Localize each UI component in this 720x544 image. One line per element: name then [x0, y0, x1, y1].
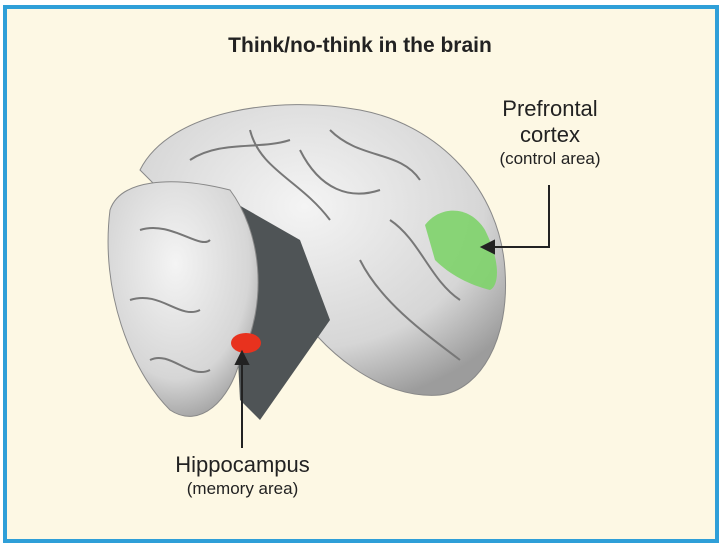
- hippocampus-label: Hippocampus (memory area): [140, 452, 345, 500]
- hippocampus-sub: (memory area): [186, 479, 299, 498]
- prefrontal-sub: (control area): [499, 149, 601, 168]
- hippocampus-name: Hippocampus: [175, 452, 310, 477]
- prefrontal-name-2: cortex: [520, 122, 580, 147]
- prefrontal-arrow: [479, 185, 550, 255]
- hippocampus-activation: [231, 333, 261, 353]
- prefrontal-name: Prefrontal: [502, 96, 598, 121]
- brain-hemisphere: [139, 104, 507, 396]
- prefrontal-label: Prefrontal cortex (control area): [470, 96, 630, 170]
- prefrontal-activation: [425, 210, 497, 290]
- brain-folds: [129, 129, 461, 373]
- diagram-title: Think/no-think in the brain: [228, 34, 492, 57]
- hippocampus-arrow: [234, 349, 250, 448]
